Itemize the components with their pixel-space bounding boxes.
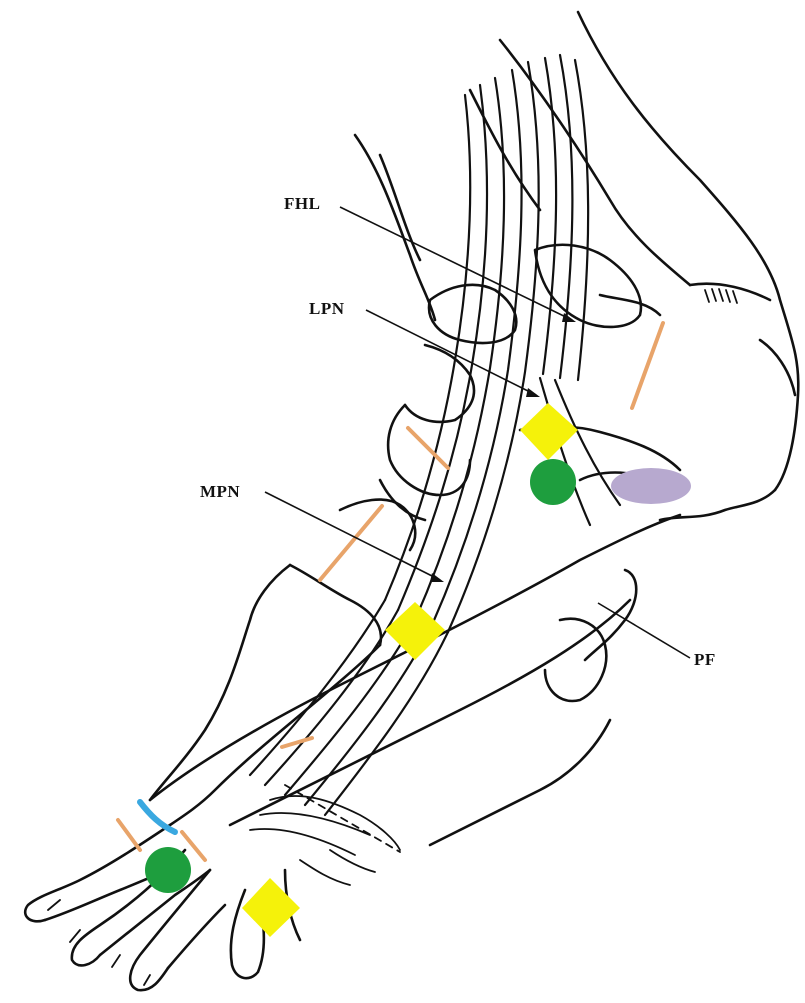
ligament-mark bbox=[320, 506, 382, 580]
mpn-leader-arrowhead bbox=[430, 573, 444, 582]
lpn-leader-arrowhead bbox=[526, 388, 540, 397]
ligament-mark bbox=[118, 820, 140, 850]
ligament-mark bbox=[632, 323, 663, 408]
green-circle-marker bbox=[145, 847, 191, 893]
ligament-mark bbox=[408, 428, 448, 468]
pf-leader-line bbox=[598, 603, 690, 658]
yellow-diamond-marker bbox=[242, 878, 300, 937]
ligament-mark bbox=[282, 738, 312, 747]
blue-band bbox=[140, 802, 175, 832]
yellow-diamond-marker bbox=[385, 602, 445, 660]
label-mpn: MPN bbox=[200, 482, 240, 501]
ligament-marks bbox=[118, 323, 663, 860]
green-circle-marker bbox=[530, 459, 576, 505]
label-pf: PF bbox=[694, 650, 716, 669]
toes bbox=[25, 785, 400, 990]
metatarsals bbox=[150, 515, 680, 845]
purple-ellipse-marker bbox=[611, 468, 691, 504]
label-fhl: FHL bbox=[284, 194, 320, 213]
label-lpn: LPN bbox=[309, 299, 345, 318]
